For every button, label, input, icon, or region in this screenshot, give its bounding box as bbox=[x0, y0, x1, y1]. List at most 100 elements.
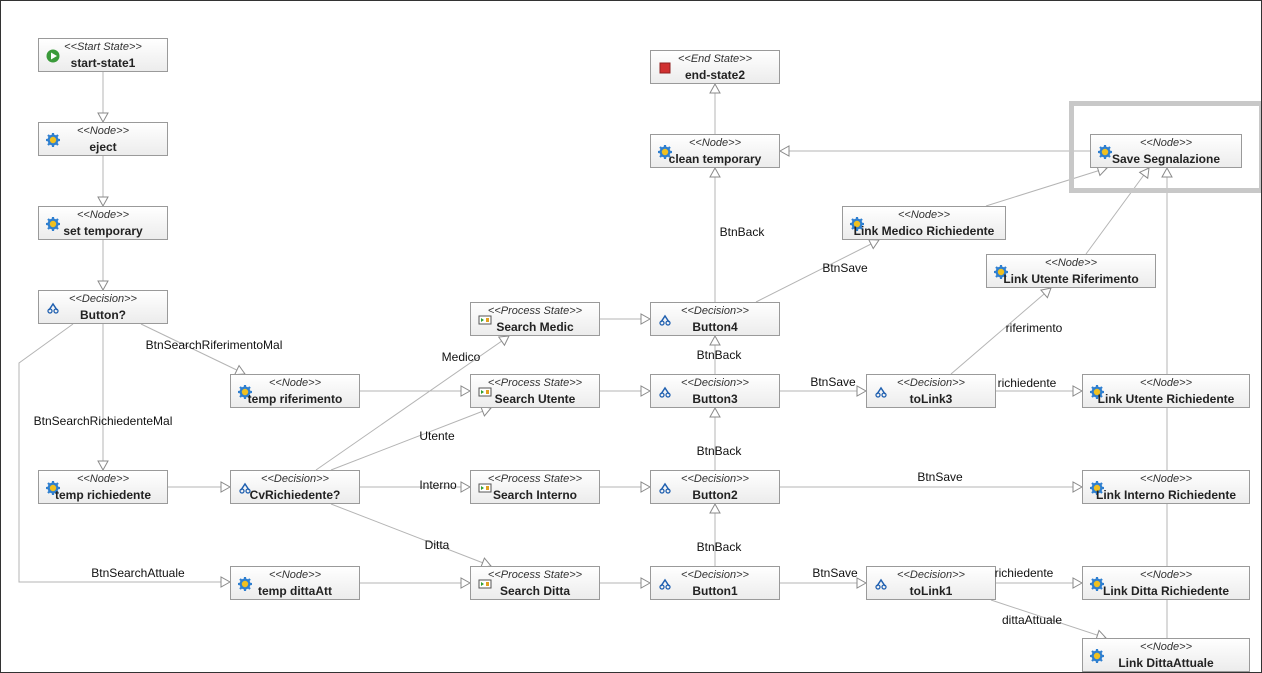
node-link-ditta-richiedente[interactable]: <<Node>>Link Ditta Richiedente bbox=[1082, 566, 1250, 600]
node-name: Search Ditta bbox=[499, 584, 571, 598]
edge-eject-to-set-temporary[interactable] bbox=[97, 156, 109, 208]
edge-save-segnalazione-to-clean-temporary[interactable] bbox=[778, 145, 1090, 157]
decision-icon bbox=[658, 313, 672, 327]
edge-cvrichiedente-to-search-interno[interactable] bbox=[360, 481, 472, 493]
node-stereotype: <<Decision>> bbox=[897, 569, 965, 581]
node-temp-richiedente[interactable]: <<Node>>temp richiedente bbox=[38, 470, 168, 504]
decision-icon bbox=[658, 577, 672, 591]
edge-label: BtnBack bbox=[696, 444, 742, 458]
node-button1[interactable]: <<Decision>>Button1 bbox=[650, 566, 780, 600]
node-name: Save Segnalazione bbox=[1111, 152, 1221, 166]
edge-search-utente-to-button3[interactable] bbox=[600, 385, 652, 397]
node-link-interno-richiedente[interactable]: <<Node>>Link Interno Richiedente bbox=[1082, 470, 1250, 504]
node-cvrichiedente[interactable]: <<Decision>>CvRichiedente? bbox=[230, 470, 360, 504]
edge-temp-dittaatt-to-search-ditta[interactable] bbox=[360, 577, 472, 589]
edge-cvrichiedente-to-search-medic[interactable] bbox=[315, 335, 510, 471]
node-button4[interactable]: <<Decision>>Button4 bbox=[650, 302, 780, 336]
node-link-utente-richiedente[interactable]: <<Node>>Link Utente Richiedente bbox=[1082, 374, 1250, 408]
edge-button3-to-tolink3[interactable] bbox=[780, 385, 868, 397]
edge-label: richiedente bbox=[994, 566, 1054, 580]
arrowhead-icon bbox=[220, 576, 232, 588]
arrowhead-icon bbox=[97, 196, 109, 208]
node-button-q[interactable]: <<Decision>>Button? bbox=[38, 290, 168, 324]
node-temp-riferimento[interactable]: <<Node>>temp riferimento bbox=[230, 374, 360, 408]
arrowhead-icon bbox=[1138, 167, 1150, 180]
node-name: Button4 bbox=[692, 320, 738, 334]
edge-button3-to-clean-temporary[interactable] bbox=[709, 334, 721, 374]
edge-tolink3-to-link-utente-riferimento[interactable] bbox=[950, 287, 1052, 375]
node-search-medic[interactable]: <<Process State>>Search Medic bbox=[470, 302, 600, 336]
edge-button4-to-clean-temporary[interactable] bbox=[709, 166, 721, 302]
selection-highlight bbox=[1069, 101, 1261, 193]
edge-button-q-to-temp-richiedente[interactable] bbox=[97, 324, 109, 472]
edge-line bbox=[1085, 167, 1150, 255]
node-link-medico-richiedente[interactable]: <<Node>>Link Medico Richiedente bbox=[842, 206, 1006, 240]
edge-line bbox=[315, 335, 510, 471]
gear-icon bbox=[994, 265, 1008, 279]
end-icon bbox=[658, 61, 672, 75]
process-icon bbox=[478, 313, 492, 327]
edge-button1-to-clean-temporary[interactable] bbox=[709, 502, 721, 566]
node-end-state2[interactable]: <<End State>>end-state2 bbox=[650, 50, 780, 84]
node-stereotype: <<Node>> bbox=[77, 473, 129, 485]
edge-cvrichiedente-to-search-utente[interactable] bbox=[330, 405, 492, 471]
edge-tolink3-to-link-utente-richiedente[interactable] bbox=[996, 385, 1084, 397]
node-stereotype: <<Node>> bbox=[1140, 137, 1192, 149]
edge-temp-richiedente-to-cvrichiedente[interactable] bbox=[168, 481, 232, 493]
node-button3[interactable]: <<Decision>>Button3 bbox=[650, 374, 780, 408]
node-start-state1[interactable]: <<Start State>>start-state1 bbox=[38, 38, 168, 72]
edge-button2-to-link-interno-richiedente[interactable] bbox=[780, 481, 1084, 493]
node-name: Search Interno bbox=[492, 488, 578, 502]
node-tolink1[interactable]: <<Decision>> toLink1 bbox=[866, 566, 996, 600]
node-stereotype: <<Start State>> bbox=[64, 41, 142, 53]
arrowhead-icon bbox=[460, 577, 472, 589]
edge-search-ditta-to-button1[interactable] bbox=[600, 577, 652, 589]
node-link-dittaattuale[interactable]: <<Node>>Link DittaAttuale bbox=[1082, 638, 1250, 672]
node-name: toLink1 bbox=[909, 584, 953, 598]
node-name: set temporary bbox=[63, 224, 143, 238]
gear-icon bbox=[850, 217, 864, 231]
edge-link-utente-riferimento-to-save-segnalazione[interactable] bbox=[1085, 167, 1150, 255]
node-eject[interactable]: <<Node>>eject bbox=[38, 122, 168, 156]
node-name: Search Medic bbox=[496, 320, 574, 334]
node-stereotype: <<Process State>> bbox=[487, 569, 583, 581]
arrowhead-icon bbox=[640, 385, 652, 397]
node-save-segnalazione[interactable]: <<Node>> Save Segnalazione bbox=[1090, 134, 1242, 168]
node-button2[interactable]: <<Decision>>Button2 bbox=[650, 470, 780, 504]
arrowhead-icon bbox=[1072, 385, 1084, 397]
node-stereotype: <<Node>> bbox=[898, 209, 950, 221]
edge-set-temporary-to-button-q[interactable] bbox=[97, 240, 109, 292]
arrowhead-icon bbox=[640, 481, 652, 493]
edge-button2-to-clean-temporary[interactable] bbox=[709, 406, 721, 470]
gear-icon bbox=[46, 217, 60, 231]
node-clean-temporary[interactable]: <<Node>>clean temporary bbox=[650, 134, 780, 168]
edge-cvrichiedente-to-search-ditta[interactable] bbox=[330, 503, 492, 569]
process-icon bbox=[478, 385, 492, 399]
edge-line bbox=[18, 323, 230, 583]
node-search-interno[interactable]: <<Process State>>Search Interno bbox=[470, 470, 600, 504]
edge-tolink1-to-link-ditta-richiedente[interactable] bbox=[996, 577, 1084, 589]
edge-search-interno-to-button2[interactable] bbox=[600, 481, 652, 493]
edge-temp-riferimento-to-search-utente[interactable] bbox=[360, 385, 472, 397]
process-icon bbox=[478, 481, 492, 495]
edge-start-state1-to-eject[interactable] bbox=[97, 72, 109, 124]
edge-button1-to-tolink1[interactable] bbox=[780, 577, 868, 589]
node-tolink3[interactable]: <<Decision>>toLink3 bbox=[866, 374, 996, 408]
edge-button-q-to-temp-dittaatt[interactable] bbox=[18, 323, 232, 588]
arrowhead-icon bbox=[640, 577, 652, 589]
decision-icon bbox=[874, 577, 888, 591]
node-name: Link Utente Riferimento bbox=[1003, 272, 1139, 286]
edge-clean-temporary-to-end-state2[interactable] bbox=[709, 82, 721, 134]
node-temp-dittaatt[interactable]: <<Node>>temp dittaAtt bbox=[230, 566, 360, 600]
node-name: Button? bbox=[80, 308, 126, 322]
node-search-utente[interactable]: <<Process State>>Search Utente bbox=[470, 374, 600, 408]
node-set-temporary[interactable]: <<Node>>set temporary bbox=[38, 206, 168, 240]
node-link-utente-riferimento[interactable]: <<Node>>Link Utente Riferimento bbox=[986, 254, 1156, 288]
edge-line bbox=[950, 287, 1052, 375]
node-search-ditta[interactable]: <<Process State>> Search Ditta bbox=[470, 566, 600, 600]
decision-icon bbox=[46, 301, 60, 315]
gear-icon bbox=[1090, 649, 1104, 663]
edge-search-medic-to-button4[interactable] bbox=[600, 313, 652, 325]
edge-label: BtnSearchRichiedenteMal bbox=[33, 414, 173, 428]
